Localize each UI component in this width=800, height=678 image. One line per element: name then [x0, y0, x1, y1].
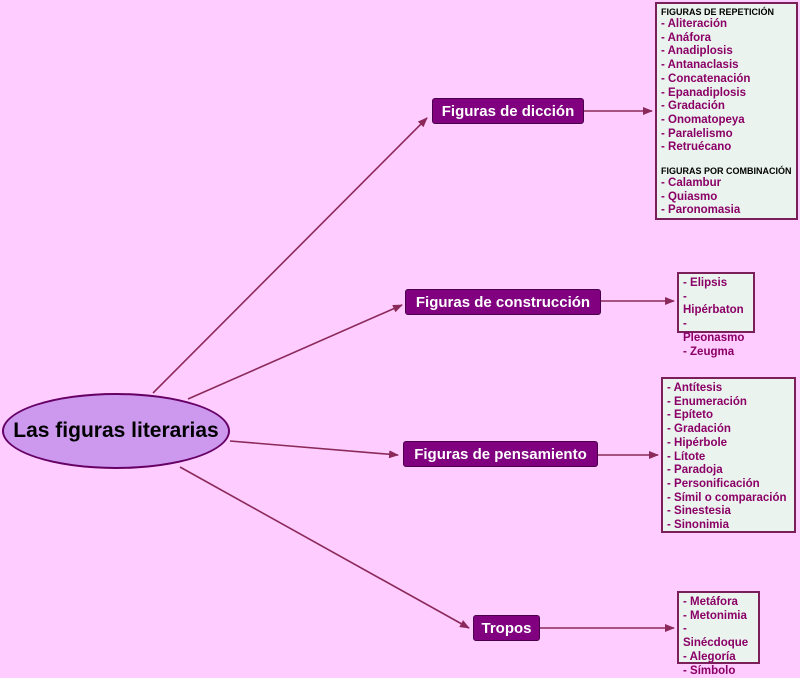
list-figuras-diccion: FIGURAS DE REPETICIÓN - Aliteración - An…: [655, 2, 798, 220]
branch-tropos: Tropos: [473, 615, 540, 641]
group-heading-combinacion: FIGURAS POR COMBINACIÓN: [661, 166, 792, 177]
list-item: - Metonimia: [683, 609, 747, 622]
connector-root-construccion: [187, 304, 403, 400]
list-tropos: - Metáfora - Metonimia - Sinécdoque - Al…: [677, 591, 760, 677]
list-item: - Zeugma: [683, 345, 735, 358]
list-item: - Símil o comparación: [667, 491, 787, 504]
list-item: - Epanadiplosis: [661, 86, 746, 99]
list-item: - Sinestesia: [667, 505, 731, 518]
branch-label: Figuras de dicción: [441, 102, 575, 120]
list-figuras-pensamiento: - Antítesis - Enumeración - Epíteto - Gr…: [661, 377, 796, 533]
list-item: - Símbolo: [683, 664, 736, 677]
list-item: - Paralelismo: [661, 127, 733, 140]
list-item: - Quiasmo: [661, 190, 718, 203]
list-item: - Gradación: [661, 100, 725, 113]
list-item: - Anadiplosis: [661, 45, 733, 58]
list-item: - Concatenación: [661, 72, 751, 85]
connector-root-tropos: [179, 466, 470, 629]
branch-figuras-diccion: Figuras de dicción: [432, 98, 584, 124]
list-item: - Metáfora: [683, 596, 738, 608]
list-item: - Sinonimia: [667, 519, 729, 532]
list-item: - Paradoja: [667, 464, 723, 477]
list-item: - Lítote: [667, 450, 706, 463]
list-item: - Hipérbole: [667, 436, 728, 449]
list-item: - Paronomasia: [661, 204, 741, 217]
list-item: - Pleonasmo: [683, 318, 745, 344]
branch-figuras-pensamiento: Figuras de pensamiento: [403, 441, 598, 467]
group-spacer: [661, 155, 792, 166]
list-item: - Elipsis: [683, 277, 728, 289]
list-item: - Sinécdoque: [683, 623, 749, 650]
list-item: - Calambur: [661, 177, 722, 190]
connector-root-diccion: [152, 117, 428, 394]
list-item: - Aliteración: [661, 18, 728, 30]
list-item: - Retruécano: [661, 141, 732, 154]
list-item: - Gradación: [667, 423, 731, 436]
list-item: - Antanaclasis: [661, 59, 739, 72]
branch-label: Tropos: [481, 619, 532, 637]
list-item: - Onomatopeya: [661, 113, 745, 126]
connector-root-pensamiento: [229, 440, 399, 459]
branch-label: Figuras de pensamiento: [414, 445, 587, 463]
list-item: - Enumeración: [667, 395, 747, 408]
list-figuras-construccion: - Elipsis - Hipérbaton - Pleonasmo - Zeu…: [677, 272, 755, 358]
list-item: - Alegoría: [683, 650, 736, 663]
list-item: - Epíteto: [667, 409, 713, 422]
branch-label: Figuras de construcción: [415, 293, 591, 311]
list-item: - Anáfora: [661, 31, 712, 44]
list-item: - Personificación: [667, 477, 760, 490]
branch-figuras-construccion: Figuras de construcción: [405, 289, 601, 315]
root-label: Las figuras literarias: [13, 419, 219, 442]
root-node: Las figuras literarias: [2, 393, 230, 469]
list-item: - Antítesis: [667, 382, 723, 394]
list-item: - Hipérbaton: [683, 290, 744, 317]
group-heading-repeticion: FIGURAS DE REPETICIÓN: [661, 7, 775, 17]
